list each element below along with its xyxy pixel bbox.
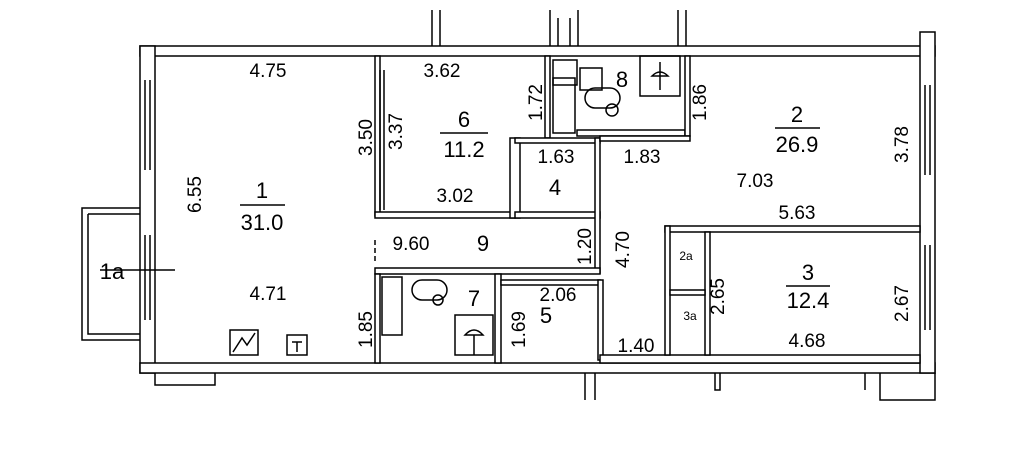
- room-5-number: 5: [540, 303, 552, 328]
- dim-r3-bottom: 4.68: [789, 331, 826, 352]
- room-1-number: 1: [256, 178, 268, 203]
- dim-r3-left: 2.65: [708, 278, 729, 315]
- room-8-number: 8: [616, 67, 628, 92]
- room-3a-number: 3a: [683, 309, 697, 323]
- dim-r9-width: 1.20: [575, 228, 596, 265]
- dim-r2-bottom: 5.63: [779, 203, 816, 224]
- dim-r1-bottom: 4.71: [250, 284, 287, 305]
- room-9-number: 9: [477, 231, 489, 256]
- dim-r5-left: 1.69: [509, 311, 530, 348]
- dim-r6-right: 1.72: [526, 84, 547, 121]
- dim-hall-length: 4.70: [613, 231, 634, 268]
- dim-r1-right-low: 1.85: [356, 311, 377, 348]
- toilet-icon: [411, 279, 448, 301]
- dim-r6-left: 3.37: [386, 113, 407, 150]
- sink-icon: [286, 334, 308, 356]
- dimensions: 4.75 6.55 4.71 1.85 3.50 3.62 3.37 1.72 …: [185, 61, 913, 357]
- fixtures: [229, 55, 681, 356]
- dim-r8-right: 1.86: [690, 84, 711, 121]
- room-3-area: 12.4: [787, 288, 830, 313]
- dim-r5-top: 2.06: [540, 285, 577, 306]
- room-labels: 1 31.0 2 26.9 3 12.4 4 5 6 11.2 7 8 9 1a…: [100, 67, 830, 328]
- dim-r1-right: 3.50: [356, 119, 377, 156]
- dim-r2-mid: 7.03: [737, 171, 774, 192]
- room-1-area: 31.0: [241, 210, 284, 235]
- room-6-number: 6: [458, 107, 470, 132]
- room-2-number: 2: [791, 102, 803, 127]
- room-2-area: 26.9: [776, 132, 819, 157]
- bathtub-icon: [381, 276, 403, 336]
- dim-r4-top: 1.63: [538, 147, 575, 168]
- dim-r8-bottom: 1.83: [624, 147, 661, 168]
- stove-icon: [229, 329, 259, 356]
- bathtub-icon-8: [552, 59, 578, 86]
- dim-r1-left: 6.55: [185, 176, 206, 213]
- dim-r1-top: 4.75: [250, 61, 287, 82]
- room-6-area: 11.2: [443, 137, 484, 162]
- dim-r9-length: 9.60: [393, 234, 430, 255]
- dim-r3-right: 2.67: [892, 285, 913, 322]
- room-2a-number: 2a: [679, 249, 693, 263]
- room-1a-number: 1a: [100, 259, 125, 284]
- dim-r2-right: 3.78: [892, 126, 913, 163]
- dim-hall-bottom: 1.40: [618, 336, 655, 357]
- walls: [81, 10, 936, 401]
- washbasin-icon-8: [639, 55, 681, 97]
- dim-r6-bottom: 3.02: [437, 186, 474, 207]
- dim-r6-top: 3.62: [424, 61, 461, 82]
- room-3-number: 3: [802, 260, 814, 285]
- room-7-number: 7: [468, 286, 480, 311]
- room-4-number: 4: [549, 175, 561, 200]
